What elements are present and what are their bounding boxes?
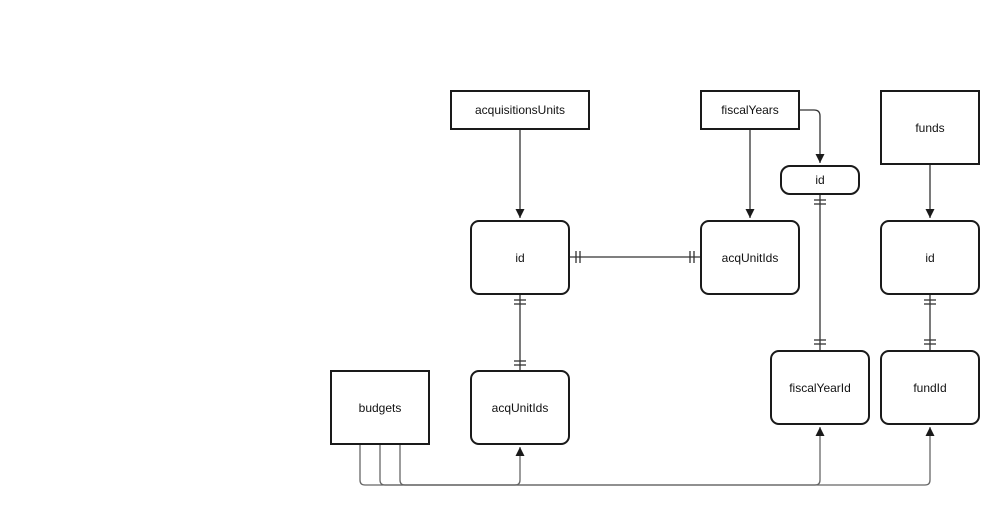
fund-id-node: id bbox=[880, 220, 980, 295]
edge-budgets-to-fund-id bbox=[399, 427, 935, 486]
acquisitions-unit-id-node: id bbox=[470, 220, 570, 295]
fiscal-years-node: fiscalYears bbox=[700, 90, 800, 130]
fiscal-year-id-node: id bbox=[780, 165, 860, 195]
budget-fund-id-node: fundId bbox=[880, 350, 980, 425]
budget-fiscal-year-id-label: fiscalYearId bbox=[789, 380, 851, 395]
budget-acq-unit-ids-node: acqUnitIds bbox=[470, 370, 570, 445]
acquisitions-units-label: acquisitionsUnits bbox=[474, 103, 566, 117]
fiscal-year-id-label: id bbox=[815, 173, 825, 187]
relation-id-to-acq-unit-ids bbox=[570, 251, 700, 263]
budget-fiscal-year-id-node: fiscalYearId bbox=[770, 350, 870, 425]
budgets-node: budgets bbox=[330, 370, 430, 445]
relation-id-to-budget-acq-unit-ids bbox=[514, 295, 526, 370]
edge-budgets-to-acq-unit-ids bbox=[359, 445, 525, 486]
fund-id-label: id bbox=[925, 250, 935, 265]
funds-label: funds bbox=[915, 120, 945, 135]
budgets-label: budgets bbox=[358, 400, 402, 415]
edge-fiscal-years-to-fy-id bbox=[800, 109, 825, 163]
fiscal-year-acq-unit-ids-label: acqUnitIds bbox=[721, 250, 779, 265]
relation-fund-id-to-fund-id-ref bbox=[924, 295, 936, 350]
funds-node: funds bbox=[880, 90, 980, 165]
budget-fund-id-label: fundId bbox=[913, 380, 947, 395]
fiscal-years-label: fiscalYears bbox=[721, 103, 779, 117]
fiscal-year-acq-unit-ids-node: acqUnitIds bbox=[700, 220, 800, 295]
acquisitions-units-node: acquisitionsUnits bbox=[450, 90, 590, 130]
acquisitions-unit-id-label: id bbox=[515, 250, 525, 265]
relation-fy-id-to-fiscal-year-id bbox=[814, 195, 826, 350]
edge-budgets-to-fiscal-year-id bbox=[379, 427, 825, 486]
budget-acq-unit-ids-label: acqUnitIds bbox=[491, 400, 549, 415]
